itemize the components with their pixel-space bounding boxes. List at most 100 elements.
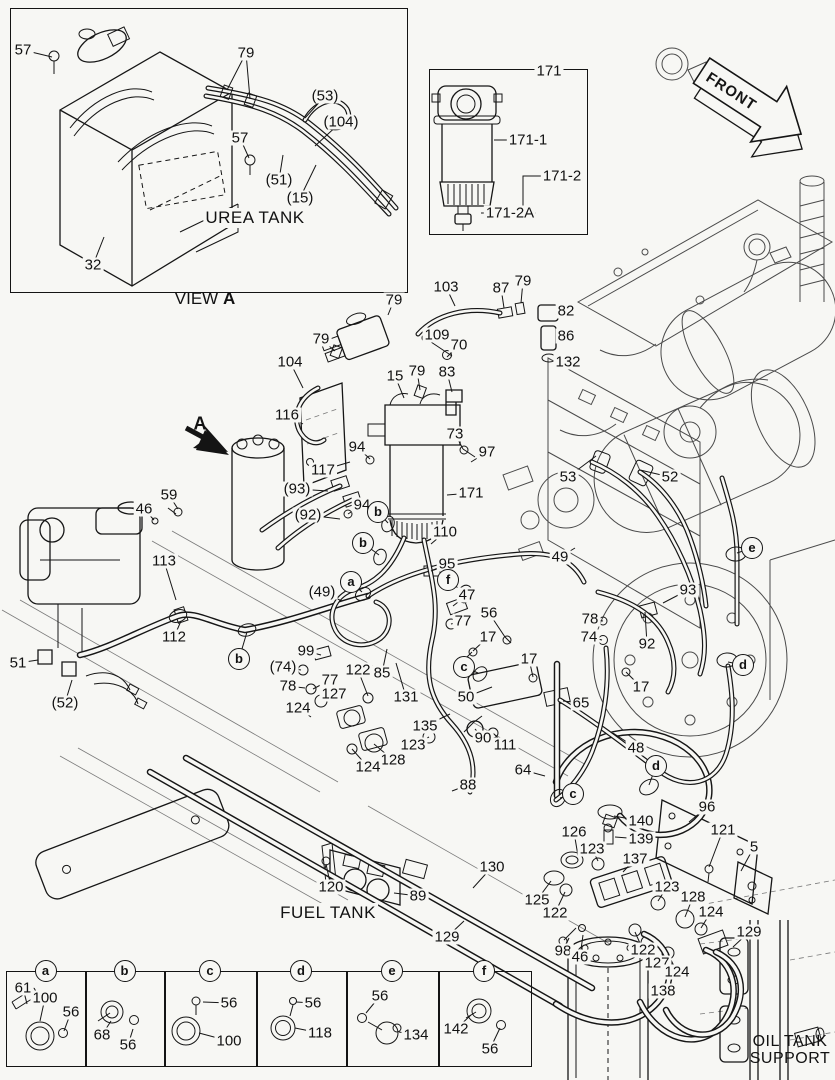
part-callout-59: 59	[158, 486, 180, 504]
loop-clamp-icon	[171, 996, 201, 1046]
part-callout-(53): (53)	[309, 87, 341, 105]
detail-box-letter-d: d	[290, 960, 312, 982]
part-callout-123: 123	[652, 878, 682, 896]
detail-part-callout-56: 56	[369, 987, 391, 1005]
part-callout-73: 73	[444, 425, 466, 443]
detail-part-callout-100: 100	[30, 989, 60, 1007]
detail-part-callout-61: 61	[12, 979, 34, 997]
part-callout-126: 126	[559, 823, 589, 841]
part-callout-78: 78	[579, 610, 601, 628]
part-callout-138: 138	[648, 982, 678, 1000]
fuel-tank-area-art	[35, 788, 429, 906]
part-callout-79: 79	[310, 330, 332, 348]
part-callout-110: 110	[431, 523, 459, 541]
part-callout-135: 135	[410, 717, 440, 735]
part-callout-90: 90	[472, 729, 494, 747]
part-callout-130: 130	[477, 858, 507, 876]
part-callout-122: 122	[540, 904, 570, 922]
detail-box-e	[346, 971, 440, 1067]
part-callout-79: 79	[235, 44, 257, 62]
detail-part-callout-56: 56	[218, 994, 240, 1012]
part-callout-124: 124	[662, 963, 692, 981]
part-callout-5: 5	[747, 838, 761, 856]
oil-tank-support-line2: SUPPORT	[749, 1050, 831, 1067]
detail-part-callout-100: 100	[214, 1032, 244, 1050]
front-arrow: FRONT	[692, 56, 803, 158]
detail-box-letter-a: a	[34, 960, 57, 982]
detail-part-callout-134: 134	[401, 1026, 431, 1044]
detail-box-letter-f: f	[473, 960, 495, 982]
part-callout-122: 122	[343, 661, 373, 679]
part-callout-79: 79	[406, 362, 428, 380]
part-callout-46: 46	[569, 948, 591, 966]
clamp-ref-b: b	[228, 648, 250, 670]
part-callout-131: 131	[391, 688, 421, 706]
clamp-ref-b: b	[352, 532, 374, 554]
part-callout-86: 86	[555, 327, 577, 345]
detail-part-callout-56: 56	[117, 1036, 139, 1054]
part-callout-65: 65	[570, 694, 592, 712]
part-callout-122: 122	[628, 941, 658, 959]
view-a-inset-box	[10, 8, 408, 293]
clamp-ref-d: d	[645, 755, 667, 777]
part-callout-(52): (52)	[49, 694, 81, 712]
detail-part-callout-118: 118	[306, 1024, 334, 1042]
view-a-caption: VIEW A	[175, 289, 235, 309]
clamp-ref-f: f	[437, 569, 459, 591]
part-callout-125: 125	[522, 891, 552, 909]
part-callout-109: 109	[422, 326, 452, 344]
engine-assembly-art	[502, 47, 835, 758]
part-callout-171-1: 171-1	[506, 131, 550, 149]
filter-inset-box	[429, 69, 588, 235]
part-callout-49: 49	[549, 548, 571, 566]
part-callout-85: 85	[371, 664, 393, 682]
part-callout-129: 129	[734, 923, 764, 941]
part-callout-17: 17	[630, 678, 652, 696]
detail-part-callout-56: 56	[302, 994, 324, 1012]
detail-part-callout-56: 56	[60, 1003, 82, 1021]
part-callout-123: 123	[398, 736, 428, 754]
clamp-ref-c: c	[562, 783, 584, 805]
part-callout-57: 57	[12, 41, 34, 59]
part-callout-88: 88	[457, 776, 479, 794]
part-callout-94: 94	[346, 438, 368, 456]
direction-a-letter: A	[193, 413, 207, 434]
part-callout-(15): (15)	[284, 189, 316, 207]
oil-tank-support-label: OIL TANK SUPPORT	[750, 1033, 831, 1067]
detail-part-callout-68: 68	[91, 1026, 113, 1044]
part-callout-116: 116	[273, 406, 301, 424]
part-callout-97: 97	[476, 443, 498, 461]
part-callout-89: 89	[407, 887, 429, 905]
part-callout-53: 53	[557, 468, 579, 486]
urea-filter-canister-art	[231, 434, 285, 571]
part-callout-93: 93	[677, 581, 699, 599]
urea-pump-art	[19, 501, 189, 710]
view-caption-prefix: VIEW	[174, 289, 219, 308]
part-callout-70: 70	[448, 336, 470, 354]
view-caption-letter: A	[222, 289, 236, 308]
part-callout-128: 128	[678, 888, 708, 906]
fuel-tank-label: FUEL TANK	[278, 903, 378, 923]
part-callout-132: 132	[553, 353, 583, 371]
part-callout-79: 79	[383, 291, 405, 309]
part-callout-32: 32	[82, 256, 104, 274]
leader-line	[245, 52, 251, 100]
part-callout-171: 171	[456, 484, 486, 502]
part-callout-77: 77	[319, 671, 341, 689]
detail-box-letter-c: c	[199, 960, 221, 982]
part-callout-(49): (49)	[306, 583, 338, 601]
loop-clamp-icon	[270, 997, 297, 1041]
part-callout-64: 64	[512, 761, 534, 779]
part-callout-74: 74	[578, 628, 600, 646]
part-callout-95: 95	[436, 555, 458, 573]
part-callout-171-2A: 171-2A	[483, 204, 537, 222]
part-callout-171-2: 171-2	[540, 167, 584, 185]
clamp-ref-e: e	[741, 537, 763, 559]
part-callout-124: 124	[353, 758, 383, 776]
part-callout-127: 127	[319, 685, 349, 703]
part-callout-46: 46	[133, 500, 155, 518]
part-callout-17: 17	[477, 628, 499, 646]
detail-part-callout-142: 142	[441, 1020, 471, 1038]
part-callout-92: 92	[636, 635, 658, 653]
part-callout-(92): (92)	[292, 506, 324, 524]
